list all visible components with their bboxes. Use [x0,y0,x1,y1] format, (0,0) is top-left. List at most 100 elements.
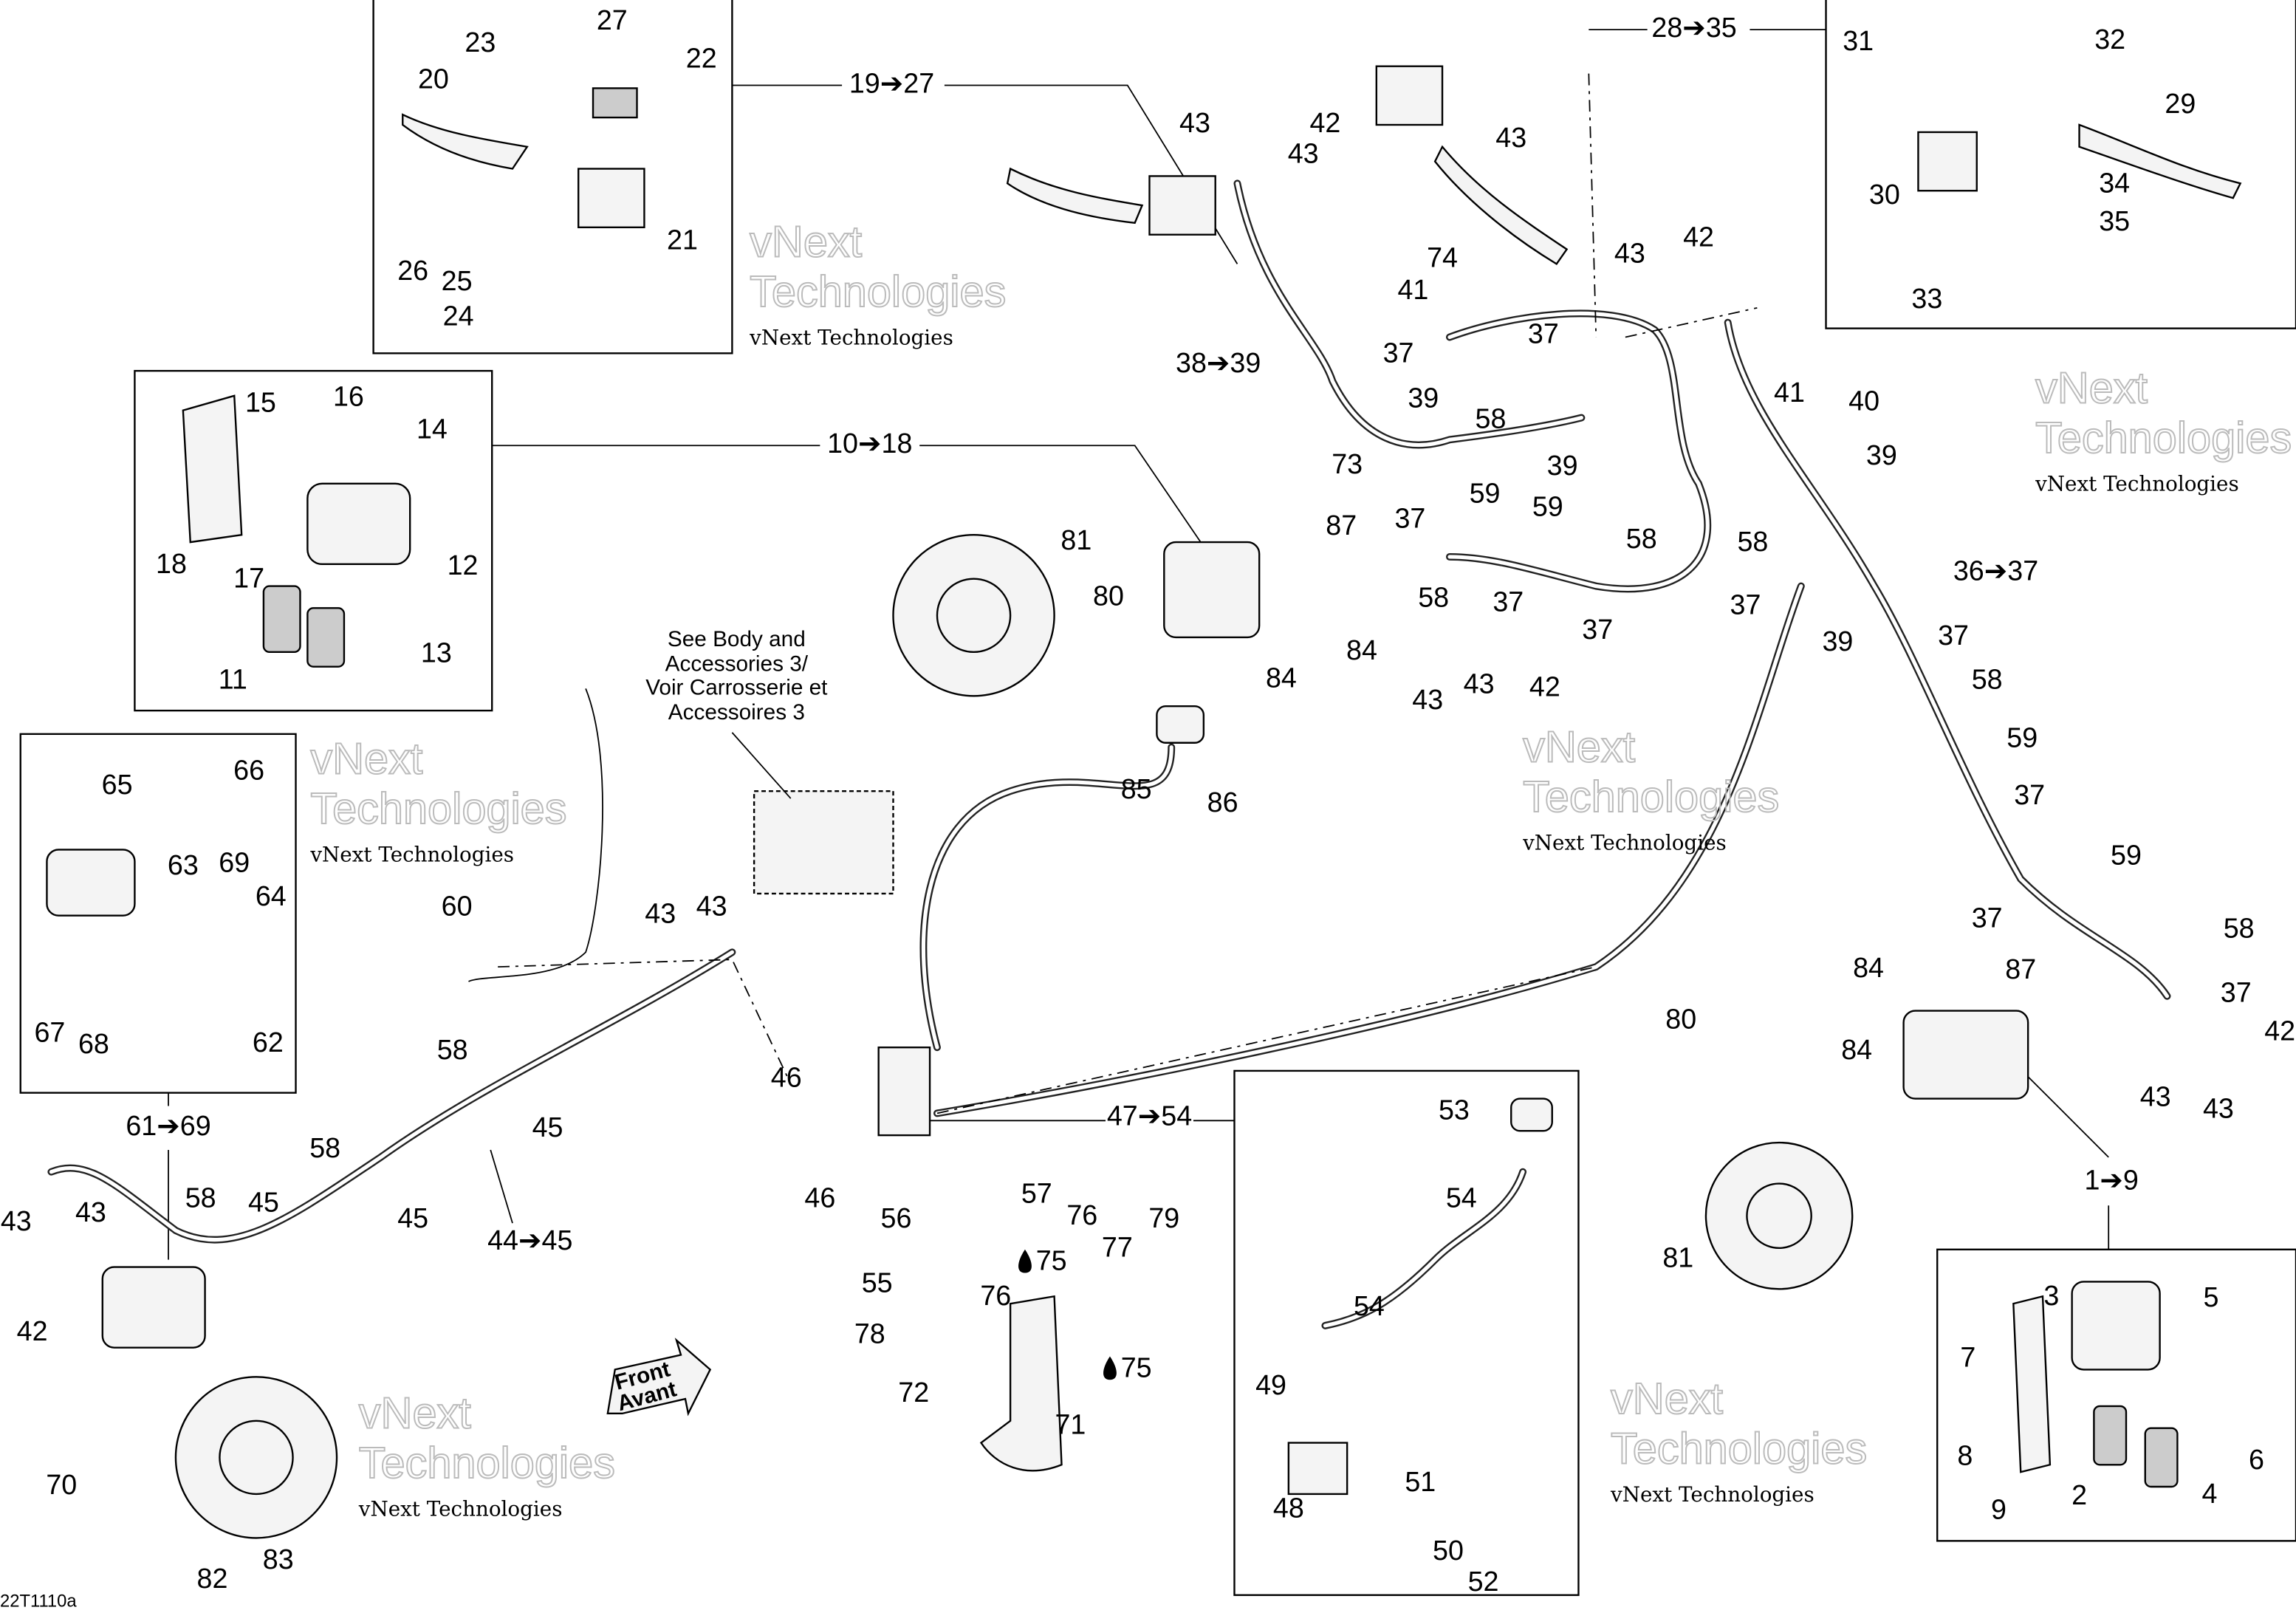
part-number-43: 43 [1,1205,32,1236]
part-number-34: 34 [2099,167,2130,198]
part-number-2: 2 [2071,1479,2087,1510]
part-number-53: 53 [1439,1094,1470,1125]
part-number-43: 43 [1288,138,1319,169]
part-number-59: 59 [1532,490,1563,521]
part-number-9: 9 [1991,1494,2007,1525]
part-number-62: 62 [253,1027,284,1058]
fluid-drop-icon [1103,1356,1117,1380]
note-line-3: Voir Carrosserie et [645,675,828,699]
part-number-42: 42 [1683,222,1714,253]
part-number-41: 41 [1774,377,1805,408]
part-number-18: 18 [156,548,187,579]
see-body-note: See Body and Accessories 3/ Voir Carross… [645,627,828,799]
part-number-69: 69 [219,846,250,877]
part-number-4: 4 [2202,1478,2218,1509]
part-number-67: 67 [34,1016,65,1047]
watermark-outline: Technologies [1523,772,1779,821]
watermark-outline: vNext [1523,722,1635,772]
part-number-54: 54 [1446,1182,1477,1213]
drawing-code: 22T1110a [0,1592,77,1612]
part-number-84: 84 [1266,662,1297,693]
group-range-label: 38➔39 [1176,347,1261,378]
watermark-outline: Technologies [359,1438,615,1487]
part-number-77: 77 [1102,1232,1133,1263]
part-number-20: 20 [418,63,449,94]
rear-caliper-detail-box [19,733,297,1094]
part-number-76: 76 [1066,1199,1097,1230]
watermark-text: vNext Technologies [749,325,953,349]
part-number-37: 37 [2014,779,2045,810]
part-number-42: 42 [2264,1015,2295,1046]
part-number-75: 75 [1121,1352,1152,1383]
part-number-45: 45 [532,1112,563,1143]
part-number-58: 58 [1972,663,2003,694]
part-number-5: 5 [2204,1281,2219,1312]
master-cylinder-detail-box [372,0,733,355]
watermark-outline: vNext [750,216,862,266]
note-line-2: Accessories 3/ [665,652,809,677]
group-range-label: 44➔45 [487,1225,572,1256]
part-number-37: 37 [1394,502,1425,533]
part-number-37: 37 [1938,620,1969,651]
part-number-70: 70 [46,1469,77,1500]
part-number-52: 52 [1468,1566,1499,1597]
watermark-outline: Technologies [310,784,566,833]
part-number-43: 43 [2140,1081,2171,1112]
watermark-outline: vNext [1611,1374,1723,1423]
part-number-63: 63 [168,849,199,880]
part-number-39: 39 [1822,626,1853,657]
part-number-64: 64 [256,880,287,911]
part-number-29: 29 [2165,88,2196,119]
watermark-text: vNext Technologies [1610,1482,1814,1507]
part-number-13: 13 [421,637,452,668]
watermark-text: vNext Technologies [358,1497,563,1521]
part-number-37: 37 [1730,589,1761,620]
part-number-31: 31 [1843,25,1874,56]
part-number-37: 37 [1383,337,1414,368]
part-number-42: 42 [1529,671,1560,702]
part-number-12: 12 [448,549,479,581]
part-number-43: 43 [696,891,727,922]
part-number-7: 7 [1960,1341,1975,1372]
part-number-16: 16 [333,381,364,412]
part-number-6: 6 [2249,1444,2264,1475]
note-line-1: See Body and [668,627,806,651]
group-range-label: 36➔37 [1953,555,2038,586]
part-number-48: 48 [1273,1493,1304,1524]
part-number-72: 72 [898,1377,929,1408]
part-number-59: 59 [1470,478,1501,509]
part-number-42: 42 [1309,107,1340,138]
group-range-label: 1➔9 [2084,1165,2138,1196]
part-number-83: 83 [263,1544,294,1575]
part-number-43: 43 [75,1196,106,1227]
right-caliper-detail-box [1936,1248,2296,1542]
part-number-68: 68 [78,1028,109,1059]
part-number-37: 37 [2221,977,2252,1008]
part-number-8: 8 [1957,1439,1973,1470]
part-number-49: 49 [1255,1369,1286,1400]
part-number-58: 58 [437,1034,468,1065]
part-number-60: 60 [442,891,473,922]
part-number-43: 43 [1412,684,1443,715]
part-number-37: 37 [1972,903,2003,934]
group-range-label: 19➔27 [849,67,934,98]
part-number-80: 80 [1093,580,1124,611]
part-number-39: 39 [1866,439,1897,470]
part-number-17: 17 [233,563,264,594]
part-number-75: 75 [1036,1245,1067,1276]
part-number-55: 55 [862,1267,893,1298]
part-number-59: 59 [2007,722,2038,753]
part-number-46: 46 [804,1182,835,1213]
part-number-14: 14 [417,413,448,444]
part-number-11: 11 [219,663,247,694]
watermark-text: vNext Technologies [309,842,514,866]
part-number-87: 87 [2005,953,2036,984]
note-line-4: Accessoires 3 [668,700,805,725]
front-direction-arrow: Front Avant [606,1338,712,1417]
fluid-drop-icon [1018,1249,1032,1273]
part-number-87: 87 [1326,510,1357,541]
front-caliper-detail-box [134,369,493,712]
part-number-45: 45 [248,1186,279,1217]
